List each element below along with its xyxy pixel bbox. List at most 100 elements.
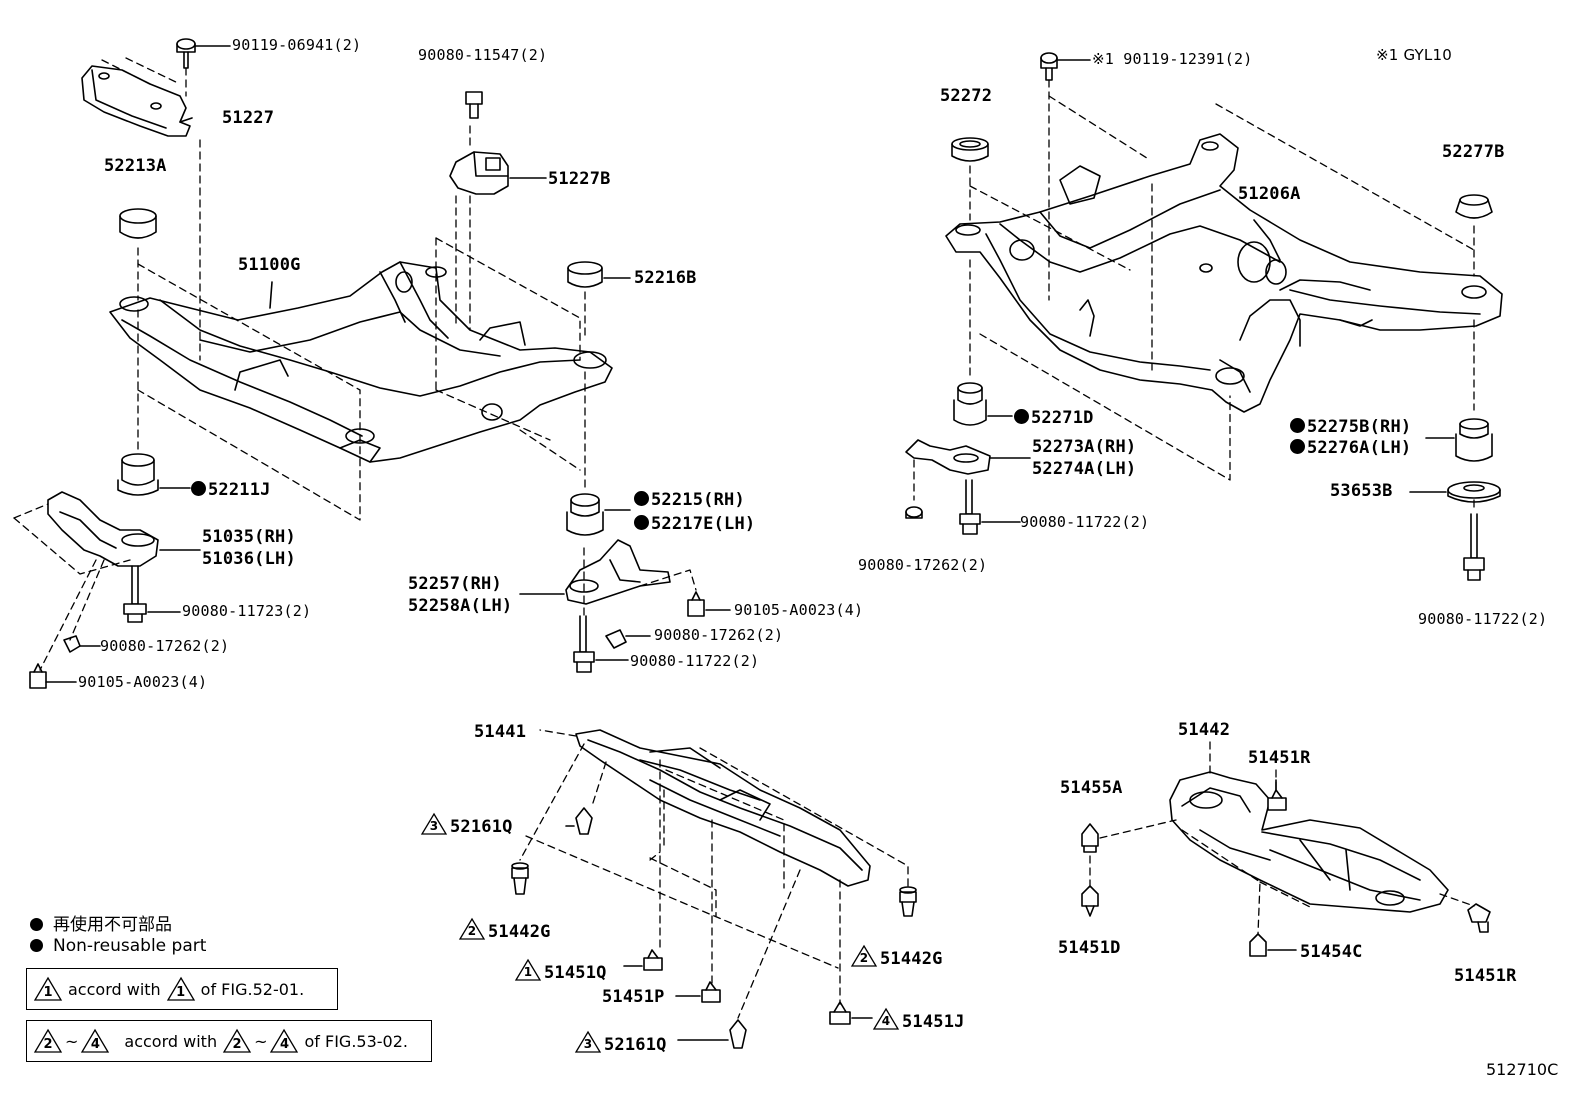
bushing-52216b — [567, 261, 631, 288]
triangle-mark-number: 3 — [583, 1037, 593, 1051]
bracket-51227 — [81, 65, 193, 137]
triangle-number: 1 — [176, 985, 186, 1000]
label-52216b: 52216B — [634, 268, 697, 288]
washer-53653b — [1409, 481, 1501, 503]
legend-box1-text-b: of FIG.52-01. — [200, 979, 305, 999]
label-52211j: 52211J — [191, 481, 271, 499]
non-reusable-dot — [30, 918, 43, 931]
triangle-mark-icon: 2 — [458, 917, 486, 941]
label-52161q-a-text: 52161Q — [450, 817, 513, 837]
bracket-52257 — [519, 539, 671, 605]
legend-tilde: ~ — [65, 1031, 79, 1051]
bushing-52211j — [117, 453, 191, 496]
label-51451d: 51451D — [1058, 938, 1121, 958]
triangle-number: 2 — [43, 1037, 53, 1052]
label-90105-a0023-b: 90105-A0023(4) — [734, 601, 864, 619]
legend-box2-text-b: of FIG.53-02. — [304, 1031, 408, 1051]
under-cover-51442 — [1169, 771, 1449, 913]
under-cover-dashed-guides — [519, 729, 909, 1019]
bolt-51451j — [829, 1001, 873, 1025]
front-dashed-guides — [13, 57, 697, 671]
label-52277b: 52277B — [1442, 142, 1505, 162]
label-52211j-text: 52211J — [208, 480, 271, 500]
non-reusable-dot — [191, 481, 206, 496]
note-mark: ※1 — [1092, 50, 1114, 68]
label-90119-06941: 90119-06941(2) — [232, 36, 362, 54]
triangle-mark-icon: 2 — [850, 944, 878, 968]
triangle-mark-icon: 1 — [166, 976, 196, 1002]
label-51442: 51442 — [1178, 720, 1231, 740]
label-52258a: 52258A(LH) — [408, 596, 513, 616]
label-52273a: 52273A(RH) — [1032, 437, 1137, 457]
bolt-90080-11722-a — [573, 615, 629, 673]
label-90080-11723: 90080-11723(2) — [182, 602, 312, 620]
clip-51442g-b — [899, 886, 917, 917]
bushing-52275b — [1425, 418, 1493, 462]
triangle-mark-icon: 1 — [514, 958, 542, 982]
label-52217e: 52217E(LH) — [634, 515, 755, 533]
label-90080-17262-b: 90080-17262(2) — [654, 626, 784, 644]
bushing-52213a — [119, 208, 157, 239]
label-52215: 52215(RH) — [634, 491, 745, 509]
label-51442g-b-text: 51442G — [880, 949, 943, 969]
triangle-mark-icon: 3 — [574, 1030, 602, 1054]
bolt-90119-06941 — [176, 38, 231, 69]
legend-box-fig53: 2 ~ 4 accord with 2 ~ 4 of FIG.53-02. — [26, 1020, 432, 1062]
label-90080-17262-c: 90080-17262(2) — [858, 556, 988, 574]
nut-90080-17262-a — [63, 635, 101, 653]
legend-tilde: ~ — [254, 1031, 268, 1051]
clip-51442g-a — [511, 862, 529, 895]
bracket-51227b — [449, 151, 547, 195]
legend-non-reusable-en: Non-reusable part — [30, 936, 206, 956]
bolt-51451q — [623, 949, 663, 971]
label-52271d: 52271D — [1014, 409, 1094, 427]
non-reusable-dot — [634, 491, 649, 506]
label-52276a: 52276A(LH) — [1290, 439, 1411, 457]
triangle-mark-icon: 3 — [420, 812, 448, 836]
label-51455a: 51455A — [1060, 778, 1123, 798]
label-52272: 52272 — [940, 86, 993, 106]
clip-51451d — [1081, 885, 1099, 917]
label-52217e-text: 52217E(LH) — [651, 514, 756, 534]
label-90080-17262-a: 90080-17262(2) — [100, 637, 230, 655]
legend-box2-text-a: accord with — [124, 1031, 218, 1051]
non-reusable-dot — [1290, 418, 1305, 433]
bolt-90080-11547 — [465, 91, 483, 119]
bolt-90105-a0023-a — [29, 663, 77, 689]
triangle-mark-number: 4 — [881, 1014, 891, 1028]
legend-box-fig52: 1 accord with 1 of FIG.52-01. — [26, 968, 338, 1010]
label-51451p: 51451P — [602, 987, 665, 1007]
label-52213a: 52213A — [104, 156, 167, 176]
label-90080-11722-a: 90080-11722(2) — [630, 652, 760, 670]
label-52161q-b-text: 52161Q — [604, 1035, 667, 1055]
bolt-51451r-b — [1467, 903, 1491, 933]
legend-non-reusable-jp: 再使用不可部品 — [30, 910, 172, 935]
label-51451j-text: 51451J — [902, 1012, 965, 1032]
label-52257: 52257(RH) — [408, 574, 502, 594]
legend-box1-text-a: accord with — [68, 979, 161, 999]
non-reusable-dot — [1290, 439, 1305, 454]
label-51442g-a-text: 51442G — [488, 922, 551, 942]
bushing-52272 — [951, 137, 989, 162]
label-90119-12391: ※1 90119-12391(2) — [1092, 52, 1252, 67]
clip-52161q-a — [565, 807, 593, 835]
triangle-number: 4 — [279, 1037, 289, 1052]
label-51227b: 51227B — [548, 169, 611, 189]
front-crossmember-51100g — [109, 261, 613, 463]
label-51035: 51035(RH) — [202, 527, 296, 547]
non-reusable-dot — [30, 939, 43, 952]
bolt-51451r-a — [1267, 779, 1287, 811]
bolt-90080-11723 — [123, 565, 181, 623]
label-90105-a0023-a: 90105-A0023(4) — [78, 673, 208, 691]
bolt-51451p — [675, 981, 721, 1003]
non-reusable-dot — [634, 515, 649, 530]
label-90080-11547: 90080-11547(2) — [418, 46, 548, 64]
label-51451q-text: 51451Q — [544, 963, 607, 983]
label-51454c: 51454C — [1300, 942, 1363, 962]
rear-crossmember-51206a — [945, 133, 1503, 413]
label-52276a-text: 52276A(LH) — [1307, 438, 1412, 458]
